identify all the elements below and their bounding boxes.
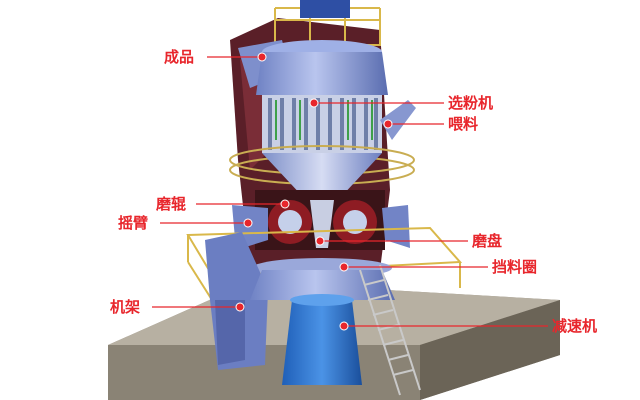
label-reducer: 减速机 — [552, 317, 598, 335]
mill-body — [250, 270, 395, 300]
feed-chute — [380, 100, 416, 140]
reducer — [282, 294, 362, 385]
rocker-arm-right — [382, 205, 410, 248]
label-frame: 机架 — [110, 298, 141, 316]
top-motor — [300, 0, 350, 18]
label-feed: 喂料 — [448, 115, 479, 133]
label-rocker-arm: 摇臂 — [118, 214, 149, 232]
label-classifier: 选粉机 — [448, 94, 494, 112]
label-dam-ring: 挡料圈 — [492, 258, 538, 276]
classifier-top — [256, 40, 388, 95]
label-product: 成品 — [164, 48, 195, 66]
label-grinding-roller: 磨辊 — [156, 195, 187, 213]
classifier-cage — [262, 95, 382, 153]
cone — [262, 153, 382, 198]
frame — [205, 232, 268, 370]
label-grinding-table: 磨盘 — [472, 232, 503, 250]
leader-dots — [235, 52, 393, 331]
leader-lines — [152, 56, 548, 327]
